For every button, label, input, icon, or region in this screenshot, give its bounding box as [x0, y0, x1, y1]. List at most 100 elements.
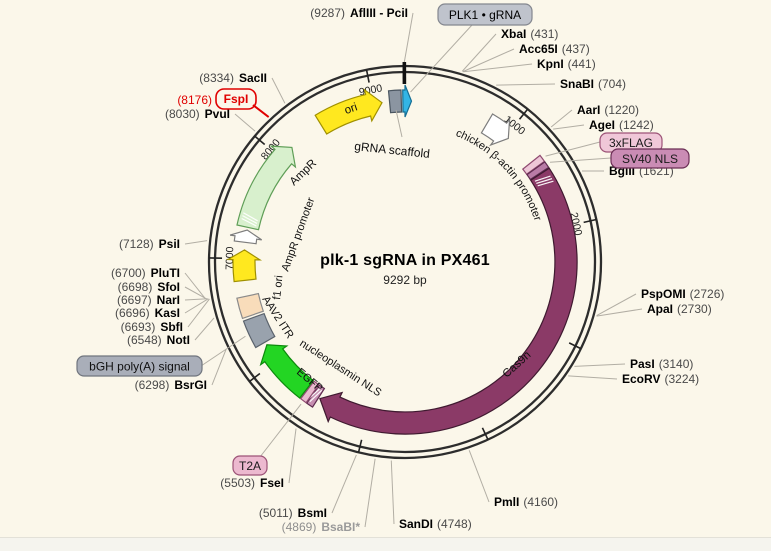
leader-3xflag-label	[545, 141, 601, 157]
leader-xbai	[461, 33, 497, 72]
site-pasi[interactable]: PasI(3140)	[630, 357, 693, 371]
site-bsabi[interactable]: (4869)BsaBI*	[282, 520, 361, 534]
plk1-grna-label[interactable]	[437, 3, 533, 26]
bgh-polya-label-text: bGH poly(A) signal	[89, 360, 190, 374]
feature-label-ampr-promoter[interactable]: AmpR promoter	[280, 196, 318, 273]
feature-sv40-nls[interactable]	[526, 161, 550, 181]
leader-sandi	[390, 460, 395, 525]
feature-3xflag[interactable]	[521, 154, 546, 176]
leader-sv40-nls-label	[549, 157, 612, 163]
feature-egfp[interactable]	[259, 344, 315, 399]
site-sfoi[interactable]: (6698)SfoI	[118, 280, 180, 294]
leader-acc65i	[462, 48, 515, 73]
feature-hatch	[243, 212, 258, 222]
t2a-label-text: T2A	[239, 459, 261, 473]
sv40-nls-label[interactable]	[610, 148, 690, 169]
backbone-ring-inner	[213, 70, 597, 454]
tick-2000	[583, 218, 597, 224]
site-nari[interactable]: (6697)NarI	[117, 293, 180, 307]
site-fspi-pill[interactable]	[215, 88, 257, 110]
feature-hatch	[534, 175, 551, 182]
tick-6000	[249, 372, 261, 383]
leader-fspi	[252, 104, 270, 118]
feature-label-grna-scaffold[interactable]: gRNA scaffold	[354, 139, 431, 161]
feature-bgh-poly-a-signal[interactable]	[242, 312, 276, 349]
leader-sbfi	[187, 298, 210, 328]
site-kpni[interactable]: KpnI(441)	[537, 57, 596, 71]
feature-cas9n[interactable]	[319, 167, 578, 435]
leader-snabi	[496, 83, 556, 86]
site-bsmi[interactable]: (5011)BsmI	[259, 506, 327, 520]
site-kasi[interactable]: (6696)KasI	[115, 306, 180, 320]
leader-kasi	[184, 298, 209, 314]
feature-f1-ori[interactable]	[225, 249, 263, 283]
feature-grna-scaffold[interactable]	[387, 89, 403, 114]
feature-aav2-itr[interactable]	[236, 292, 265, 320]
feature-ampr[interactable]	[236, 145, 297, 231]
site-sacii[interactable]: (8334)SacII	[199, 71, 267, 85]
tick-3000	[568, 342, 582, 350]
grna-scaffold-leader	[395, 110, 403, 138]
site-agei[interactable]: AgeI(1242)	[589, 118, 654, 132]
site-afliii-pcii[interactable]: (9287)AflIII - PciI	[310, 6, 408, 20]
site-psii[interactable]: (7128)PsiI	[119, 237, 180, 251]
3xflag-label-text: 3xFLAG	[609, 136, 653, 150]
tick-1000	[518, 108, 529, 120]
feature-hatch	[537, 180, 554, 187]
leader-ecorv	[568, 375, 618, 380]
feature-label-ori[interactable]: ori	[343, 101, 359, 117]
leader-bsmi	[331, 454, 357, 514]
leader-sfoi	[184, 286, 207, 300]
tick-9000	[365, 69, 370, 83]
site-xbai[interactable]: XbaI(431)	[501, 27, 558, 41]
feature-hatch	[241, 217, 257, 227]
t2a-label[interactable]	[232, 455, 268, 476]
feature-t2a[interactable]	[299, 380, 320, 404]
leader-t2a-label	[259, 403, 302, 458]
site-sandi[interactable]: SanDI(4748)	[399, 517, 472, 531]
leader-pasi	[574, 363, 626, 367]
tick-5000	[357, 439, 363, 453]
site-apai[interactable]: ApaI(2730)	[647, 302, 712, 316]
feature-chicken-beta-actin-promoter[interactable]	[480, 113, 511, 147]
site-bsrgi[interactable]: (6298)BsrGI	[135, 378, 207, 392]
site-ecorv[interactable]: EcoRV(3224)	[622, 372, 699, 386]
leader-bgh-polya-label	[200, 335, 246, 367]
site-pspomi[interactable]: PspOMI(2726)	[641, 287, 724, 301]
leader-afliii-pcii	[403, 12, 414, 63]
site-snabi[interactable]: SnaBI(704)	[560, 77, 626, 91]
site-pmli[interactable]: PmlI(4160)	[494, 495, 558, 509]
bgh-polya-label[interactable]	[76, 355, 203, 377]
tick-4000	[481, 427, 489, 440]
feature-hatch	[242, 215, 258, 224]
site-pluti[interactable]: (6700)PluTI	[111, 266, 180, 280]
feature-ampr-promoter[interactable]	[229, 229, 263, 245]
feature-ori[interactable]	[314, 88, 383, 135]
site-fspi-num: (8176)	[177, 93, 212, 107]
leader-sacii	[271, 77, 286, 104]
leader-pluti	[184, 272, 206, 300]
leader-nari	[184, 298, 208, 301]
site-noti[interactable]: (6548)NotI	[127, 333, 190, 347]
leader-aari	[550, 109, 573, 128]
site-acc65i[interactable]: Acc65I(437)	[519, 42, 590, 56]
tick-8000	[254, 135, 266, 146]
site-sbfi[interactable]: (6693)SbfI	[121, 320, 183, 334]
leader-pmli	[468, 450, 490, 503]
site-fsei[interactable]: (5503)FseI	[220, 476, 284, 490]
leader-bsabi	[364, 458, 376, 528]
feature-hatch	[536, 178, 553, 185]
leader-bsrgi	[211, 349, 227, 386]
leader-noti	[194, 317, 215, 341]
feature-label-f1-ori[interactable]: f1 ori	[271, 275, 285, 301]
site-pvui[interactable]: (8030)PvuI	[165, 107, 230, 121]
plk1-grna-label-text: PLK1 • gRNA	[449, 8, 521, 22]
site-aari[interactable]: AarI(1220)	[577, 103, 639, 117]
leader-agei	[553, 124, 585, 130]
site-fspi[interactable]: FspI	[224, 92, 249, 106]
feature-plk1-grna[interactable]	[402, 84, 413, 118]
backbone-ring-outer	[207, 64, 603, 460]
feature-hatch	[309, 389, 323, 403]
